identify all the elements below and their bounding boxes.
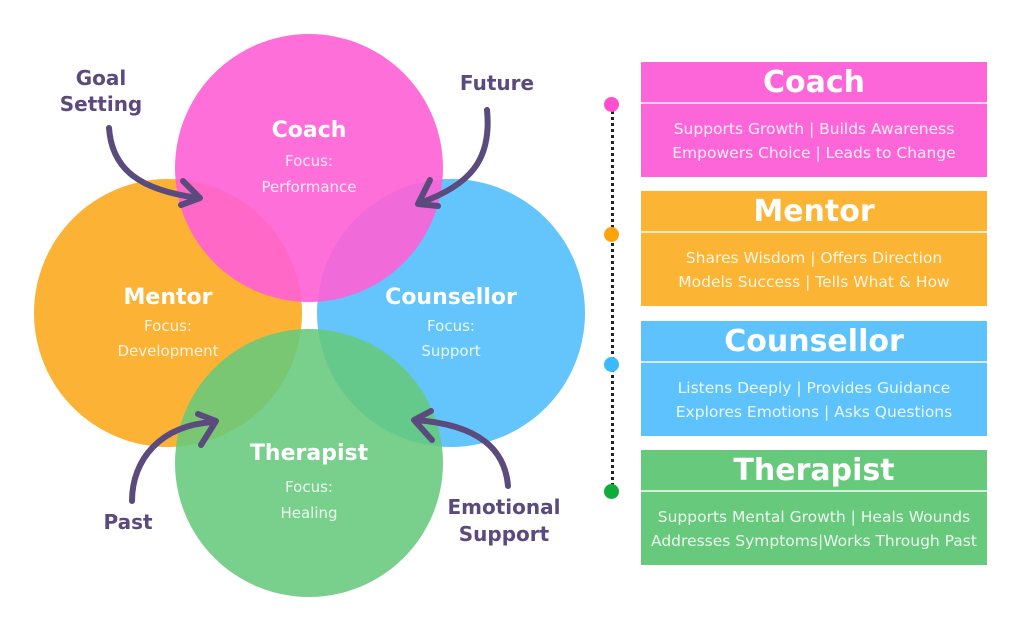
therapist-card-title: Therapist bbox=[641, 450, 987, 492]
emotional-support-label-line2: Support bbox=[459, 522, 550, 546]
venn-diagram: Coach Focus: Performance Mentor Focus: D… bbox=[34, 34, 585, 597]
timeline-dot-coach bbox=[604, 97, 619, 112]
mentor-title: Mentor bbox=[124, 285, 213, 310]
mentor-card-line: Models Success | Tells What & How bbox=[678, 273, 950, 291]
therapist-focus-value: Healing bbox=[280, 504, 337, 522]
therapist-card: Therapist Supports Mental Growth | Heals… bbox=[641, 450, 987, 565]
counsellor-card-line: Explores Emotions | Asks Questions bbox=[675, 403, 953, 421]
therapist-circle bbox=[175, 329, 443, 597]
therapist-title: Therapist bbox=[250, 441, 369, 466]
coach-card: Coach Supports Growth | Builds Awareness… bbox=[641, 62, 987, 177]
counsellor-title: Counsellor bbox=[385, 285, 517, 310]
counsellor-focus-label: Focus: bbox=[427, 317, 475, 335]
coach-card-title: Coach bbox=[641, 62, 987, 104]
timeline-dot-mentor bbox=[604, 227, 619, 242]
mentor-focus-label: Focus: bbox=[144, 317, 192, 335]
mentor-card-line: Shares Wisdom | Offers Direction bbox=[685, 249, 943, 267]
future-arrow-icon bbox=[415, 107, 491, 209]
counsellor-focus-value: Support bbox=[421, 342, 480, 360]
mentor-focus-value: Development bbox=[118, 342, 219, 360]
counsellor-card-line: Listens Deeply | Provides Guidance bbox=[677, 379, 951, 397]
coach-circle bbox=[175, 34, 443, 302]
mentor-card-title: Mentor bbox=[641, 191, 987, 233]
goal-setting-arrow-icon bbox=[106, 125, 203, 208]
mentor-card-body: Shares Wisdom | Offers Direction Models … bbox=[641, 233, 987, 294]
therapist-focus-label: Focus: bbox=[285, 478, 333, 496]
goal-setting-label-line2: Setting bbox=[60, 92, 143, 116]
counsellor-card-title: Counsellor bbox=[641, 321, 987, 363]
therapist-card-line: Addresses Symptoms|Works Through Past bbox=[651, 532, 977, 550]
timeline-dot-therapist bbox=[604, 484, 619, 499]
future-label: Future bbox=[460, 71, 534, 95]
past-label: Past bbox=[103, 510, 153, 534]
therapist-card-line: Supports Mental Growth | Heals Wounds bbox=[657, 508, 971, 526]
goal-setting-label-line1: Goal bbox=[76, 66, 127, 90]
coach-focus-value: Performance bbox=[261, 178, 356, 196]
mentor-card: Mentor Shares Wisdom | Offers Direction … bbox=[641, 191, 987, 306]
counsellor-card-body: Listens Deeply | Provides Guidance Explo… bbox=[641, 363, 987, 424]
therapist-card-body: Supports Mental Growth | Heals Wounds Ad… bbox=[641, 492, 987, 553]
emotional-support-arrow-icon bbox=[411, 408, 511, 489]
counsellor-card: Counsellor Listens Deeply | Provides Gui… bbox=[641, 321, 987, 436]
coach-title: Coach bbox=[272, 118, 347, 143]
coach-focus-label: Focus: bbox=[285, 152, 333, 170]
coach-card-line: Supports Growth | Builds Awareness bbox=[673, 120, 955, 138]
past-arrow-icon bbox=[129, 411, 219, 504]
coach-card-line: Empowers Choice | Leads to Change bbox=[672, 144, 956, 162]
emotional-support-label-line1: Emotional bbox=[448, 495, 561, 519]
coach-card-body: Supports Growth | Builds Awareness Empow… bbox=[641, 104, 987, 165]
timeline-line bbox=[611, 104, 614, 492]
timeline-dot-counsellor bbox=[604, 357, 619, 372]
